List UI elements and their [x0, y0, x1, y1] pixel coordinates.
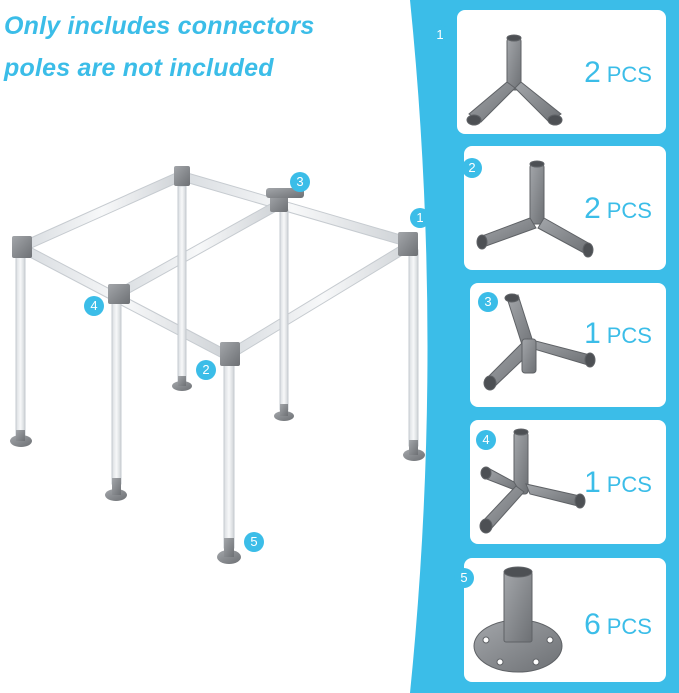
- three-way-corner-connector-icon: [466, 34, 563, 126]
- roof-poles: [23, 171, 415, 359]
- part-badge-3: 3: [478, 292, 498, 312]
- part-badge-1: 1: [430, 25, 450, 45]
- frame-feet: [10, 376, 425, 564]
- frame-connectors: [12, 166, 418, 366]
- frame-label-1: 1: [410, 208, 430, 228]
- part-unit: PCS: [606, 62, 652, 87]
- frame-label-3: 3: [290, 172, 310, 192]
- part-badge-4: 4: [476, 430, 496, 450]
- part-unit: PCS: [606, 323, 652, 348]
- frame-label-5: 5: [244, 532, 264, 552]
- legs: [15, 185, 419, 549]
- part-count: 2: [584, 56, 601, 89]
- part-unit: PCS: [606, 614, 652, 639]
- part-count: 6: [584, 608, 601, 641]
- part-count: 2: [584, 192, 601, 225]
- part-count: 1: [584, 317, 601, 350]
- part-unit: PCS: [606, 198, 652, 223]
- foot-base-plate-icon: [473, 566, 563, 673]
- part-badge-2: 2: [462, 158, 482, 178]
- three-way-corner-connector-icon: [476, 160, 594, 258]
- headline-line-2: poles are not included: [4, 54, 274, 82]
- part-count: 1: [584, 466, 601, 499]
- frame-label-2: 2: [196, 360, 216, 380]
- frame-label-4: 4: [84, 296, 104, 316]
- part-badge-5: 5: [454, 568, 474, 588]
- headline-line-1: Only includes connectors: [4, 12, 315, 40]
- four-way-top-connector-icon: [483, 293, 596, 391]
- part-unit: PCS: [606, 472, 652, 497]
- four-way-side-connector-icon: [479, 428, 586, 534]
